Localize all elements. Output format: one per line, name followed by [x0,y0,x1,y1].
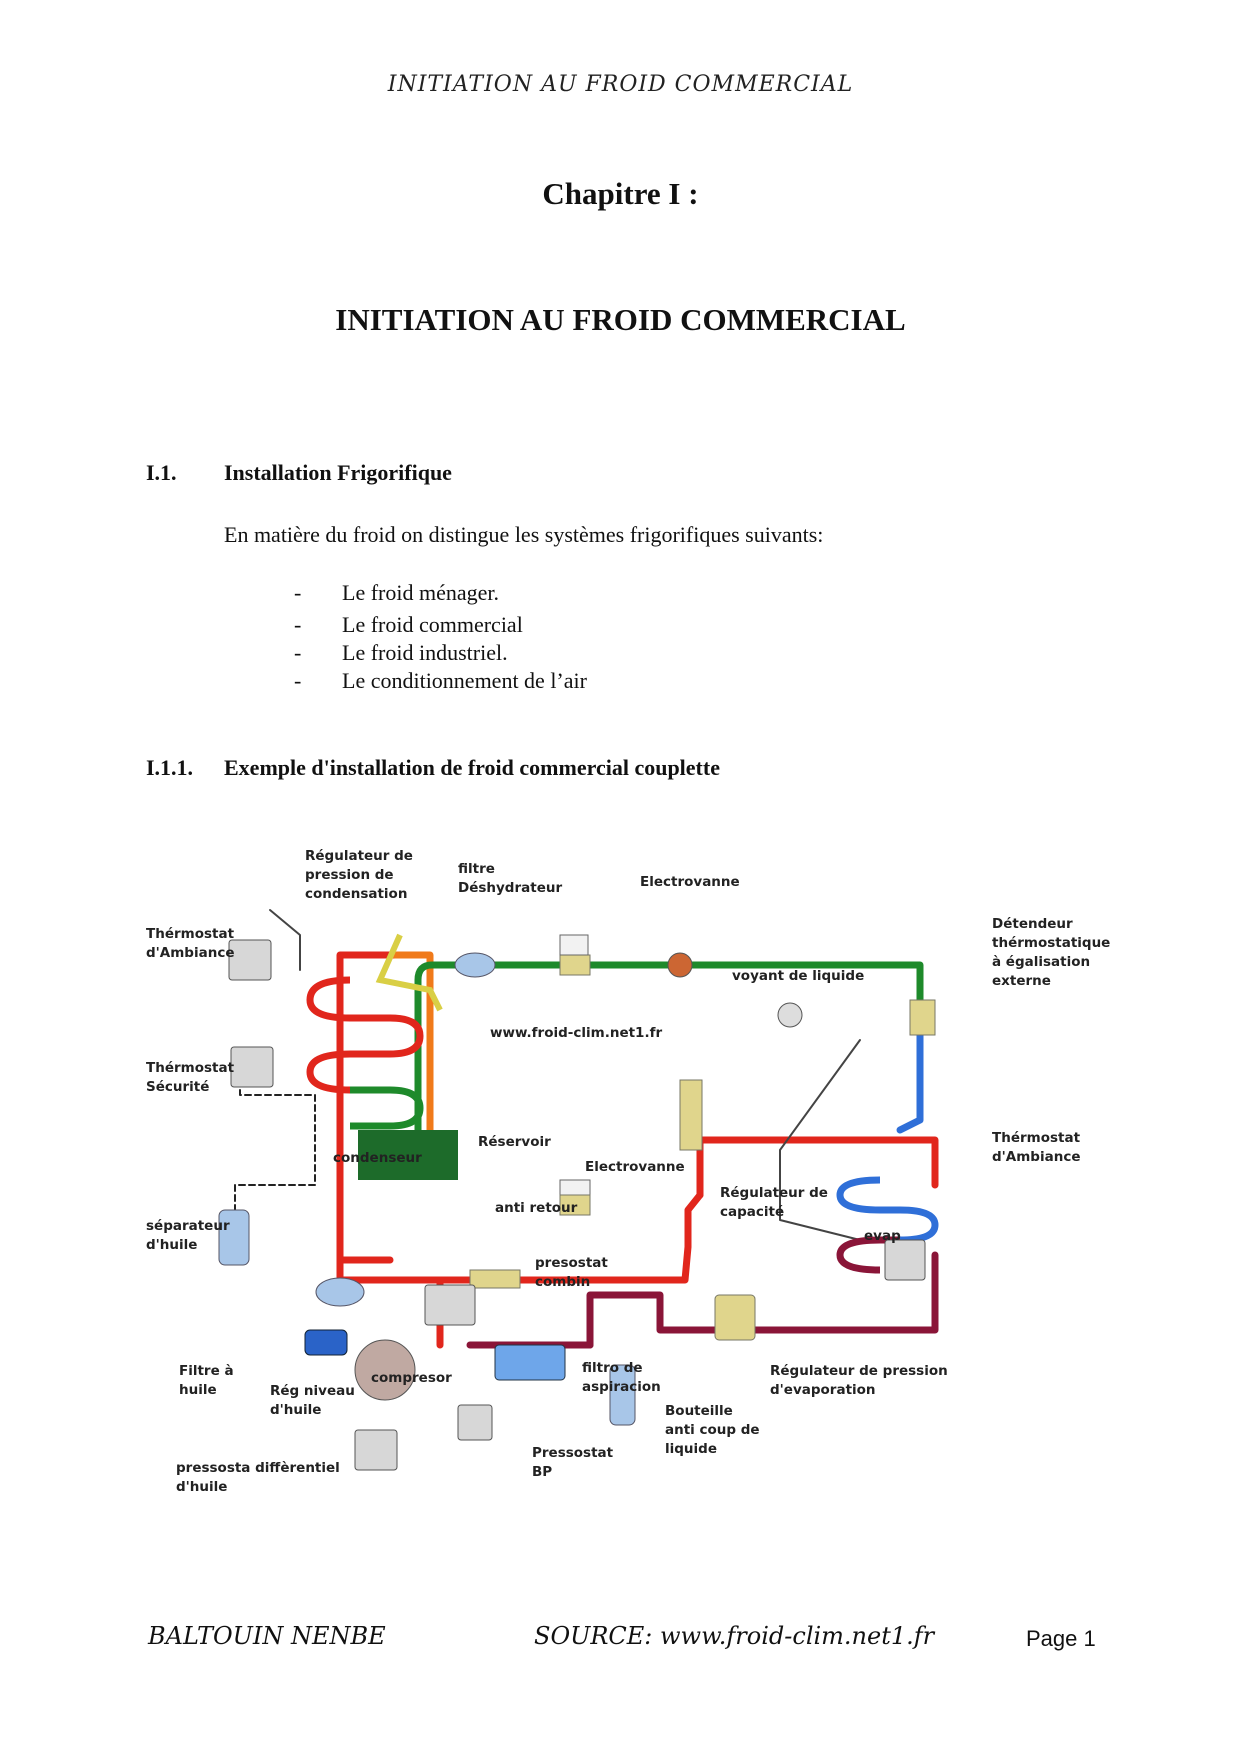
oil-return-line [234,1089,316,1211]
label-anti-retour: anti retour [495,1200,578,1216]
label-compresor: compresor [371,1370,452,1386]
label-reg-capacite: Régulateur de capacité [720,1185,833,1220]
label-voyant: voyant de liquide [732,968,864,984]
chapter-label: Chapitre I : [542,176,699,211]
footer-source: SOURCE: www.froid-clim.net1.fr [534,1622,935,1650]
label-reservoir: Réservoir [478,1134,551,1150]
label-filtre-huile: Filtre à huile [179,1363,238,1398]
list-item: Le froid industriel. [342,640,508,665]
low-pressure-pressostat-box [457,1404,493,1441]
compressor-body [354,1339,416,1401]
components [218,934,936,1471]
suction-filter [494,1344,566,1381]
subsection-number: I.1.1. [146,755,194,780]
oil-level-regulator [304,1329,348,1356]
label-filtre: filtre Déshydrateur [458,861,562,896]
diagram-labels: Régulateur de pression de condensation f… [146,848,1115,1495]
ambient-thermostat-left-box [228,939,272,981]
label-pressostat-diff: pressosta diffèrentiel d'huile [176,1460,345,1495]
suction-accumulator [609,1364,636,1426]
evaporating-pressure-regulator [714,1294,756,1341]
safety-thermostat-box [230,1046,274,1088]
liquid-line [456,961,924,1009]
capillary-line [269,909,301,971]
list-bullet: - [294,612,302,637]
ambient-thermostat-right-box [884,1239,926,1281]
expansion-outlet-pipe [896,1031,924,1134]
label-thermostat-securite: Thérmostat Sécurité [146,1060,239,1095]
label-electrovanne-mid: Electrovanne [585,1159,685,1175]
label-condenseur: condenseur [333,1150,422,1166]
section-number: I.1. [146,460,177,485]
list-item: Le conditionnement de l’air [342,668,587,693]
label-watermark: www.froid-clim.net1.fr [490,1025,662,1041]
label-electrovanne-top: Electrovanne [640,874,740,890]
external-equalizer-line [779,1039,861,1241]
capacity-regulator [679,1079,703,1151]
label-pressostat-combin: presostat combin [535,1255,613,1290]
condenser-outlet-pipe [391,951,434,1174]
label-filtro: filtro de aspiracion [582,1360,661,1395]
sight-glass [667,952,693,978]
label-detendeur: Détendeur thérmostatique à égalisation e… [992,916,1115,989]
hot-gas-pipe [336,1236,684,1284]
expansion-valve [909,999,936,1036]
check-valve [469,1269,521,1289]
discharge-pipe [336,951,399,1264]
capacity-regulator-pipe [676,1191,704,1284]
label-evap: evap [864,1228,901,1244]
filter-drier [454,952,496,978]
label-pressostat-bp: Pressostat BP [532,1445,618,1480]
subsection-title: Exemple d'installation de froid commerci… [224,755,720,780]
footer-author: BALTOUIN NENBE [148,1622,386,1650]
solenoid-coil-top [559,934,589,956]
list-bullet: - [294,668,302,693]
label-reg-niveau: Rég niveau d'huile [270,1383,360,1418]
label-reg-evaporation: Régulateur de pression d'evaporation [770,1363,952,1398]
condensing-pipe-yellow [375,933,443,1012]
reservoir-tank [358,1130,458,1180]
solenoid-valve-mid [559,1194,591,1216]
liquid-receiver-small [315,1277,365,1307]
label-thermostat-ambiance-left: Thérmostat d'Ambiance [146,926,239,961]
running-header: INITIATION AU FROID COMMERCIAL [387,72,854,97]
list-item: Le froid commercial [342,612,523,637]
suction-pipe [586,1251,939,1349]
oil-separator [218,1209,250,1266]
condenser [306,976,424,1130]
label-thermostat-ambiance-right: Thérmostat d'Ambiance [992,1130,1085,1165]
solenoid-valve-top [559,954,591,976]
chapter-title: INITIATION AU FROID COMMERCIAL [335,302,906,337]
expansion-bulb [777,1002,803,1028]
label-bouteille: Bouteille anti coup de liquide [665,1403,764,1457]
refrigeration-installation-diagram: Régulateur de pression de condensation f… [146,848,1115,1495]
section-intro: En matière du froid on distingue les sys… [224,522,824,547]
piping [234,909,939,1349]
section-title: Installation Frigorifique [224,460,452,485]
list-item: Le froid ménager. [342,580,499,605]
label-separateur: séparateur d'huile [146,1218,234,1253]
evaporator [836,1176,939,1274]
hot-gas-to-evap [741,1136,939,1189]
label-reg-condensation: Régulateur de pression de condensation [305,848,418,902]
liquid-pipe-reservoir [414,961,464,1179]
list-bullet: - [294,640,302,665]
list-bullet: - [294,580,302,605]
footer-page-number: Page 1 [1026,1626,1096,1651]
differential-oil-pressostat-box [354,1429,398,1471]
combined-pressostat-box [424,1284,476,1326]
